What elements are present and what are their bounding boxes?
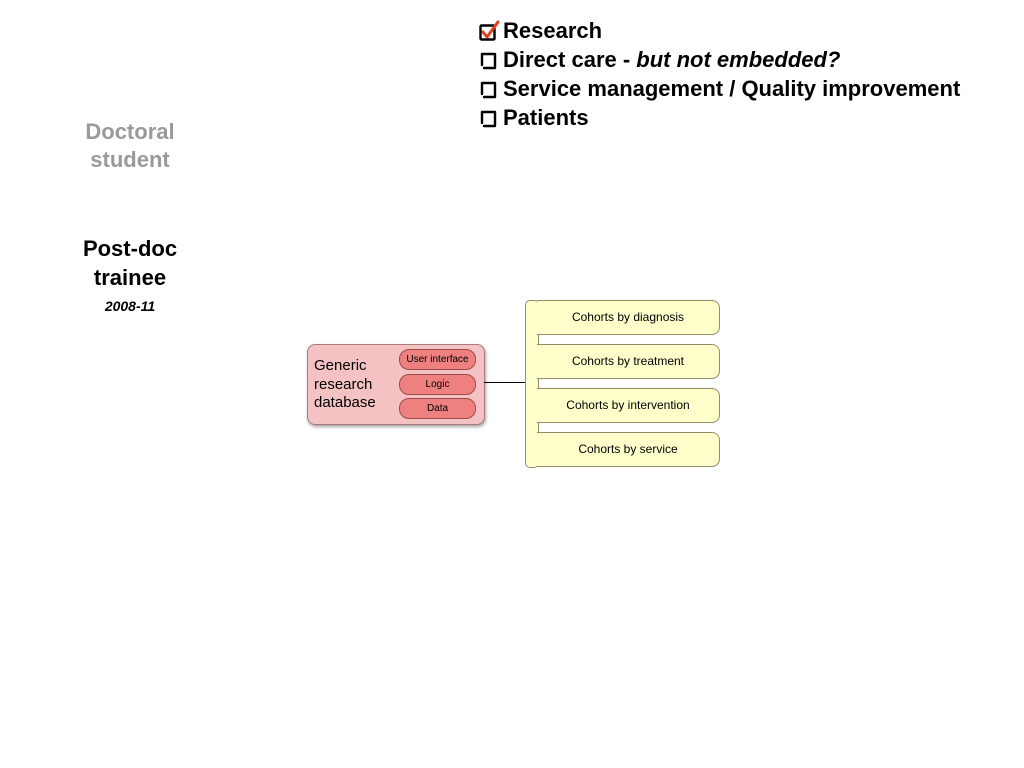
cohort-group-bar xyxy=(525,300,539,468)
database-title-line: research xyxy=(314,375,373,393)
checked-box-icon xyxy=(478,20,500,42)
database-title: Generic research database xyxy=(314,357,394,413)
generic-research-database-node: Generic research database User interface… xyxy=(307,344,485,425)
database-layer-user-interface: User interface xyxy=(399,349,476,370)
checklist-label: Patients xyxy=(503,105,589,130)
database-layer-logic: Logic xyxy=(399,374,476,395)
checklist-item-direct-care: Direct care - but not embedded? xyxy=(478,45,960,74)
checklist: Research Direct care - but not embedded?… xyxy=(478,16,960,132)
empty-box-icon xyxy=(478,107,500,129)
role-postdoc-trainee: Post-doc trainee xyxy=(60,234,200,292)
cohort-diagnosis: Cohorts by diagnosis xyxy=(537,300,720,335)
cohort-intervention: Cohorts by intervention xyxy=(537,388,720,423)
checklist-label: Research xyxy=(503,18,603,43)
cohort-service: Cohorts by service xyxy=(537,432,720,467)
role-line: Post-doc xyxy=(82,236,178,261)
checklist-item-service-management: Service management / Quality improvement xyxy=(478,74,960,103)
connector-line xyxy=(484,382,526,383)
checklist-label: Direct care - but not embedded? xyxy=(503,47,841,72)
empty-box-icon xyxy=(478,78,500,100)
database-layer-data: Data xyxy=(399,398,476,419)
role-line: trainee xyxy=(93,265,167,290)
role-line: student xyxy=(90,147,170,172)
role-years: 2008-11 xyxy=(104,298,156,314)
checklist-emphasis: but not embedded? xyxy=(636,47,841,72)
role-line: Doctoral xyxy=(85,119,175,144)
checklist-item-research: Research xyxy=(478,16,960,45)
database-title-line: database xyxy=(314,394,376,411)
checklist-label: Service management / Quality improvement xyxy=(503,76,961,101)
checklist-item-patients: Patients xyxy=(478,103,960,132)
empty-box-icon xyxy=(478,49,500,71)
role-doctoral-student: Doctoral student xyxy=(60,118,200,174)
cohort-treatment: Cohorts by treatment xyxy=(537,344,720,379)
database-title-line: Generic xyxy=(314,357,367,374)
